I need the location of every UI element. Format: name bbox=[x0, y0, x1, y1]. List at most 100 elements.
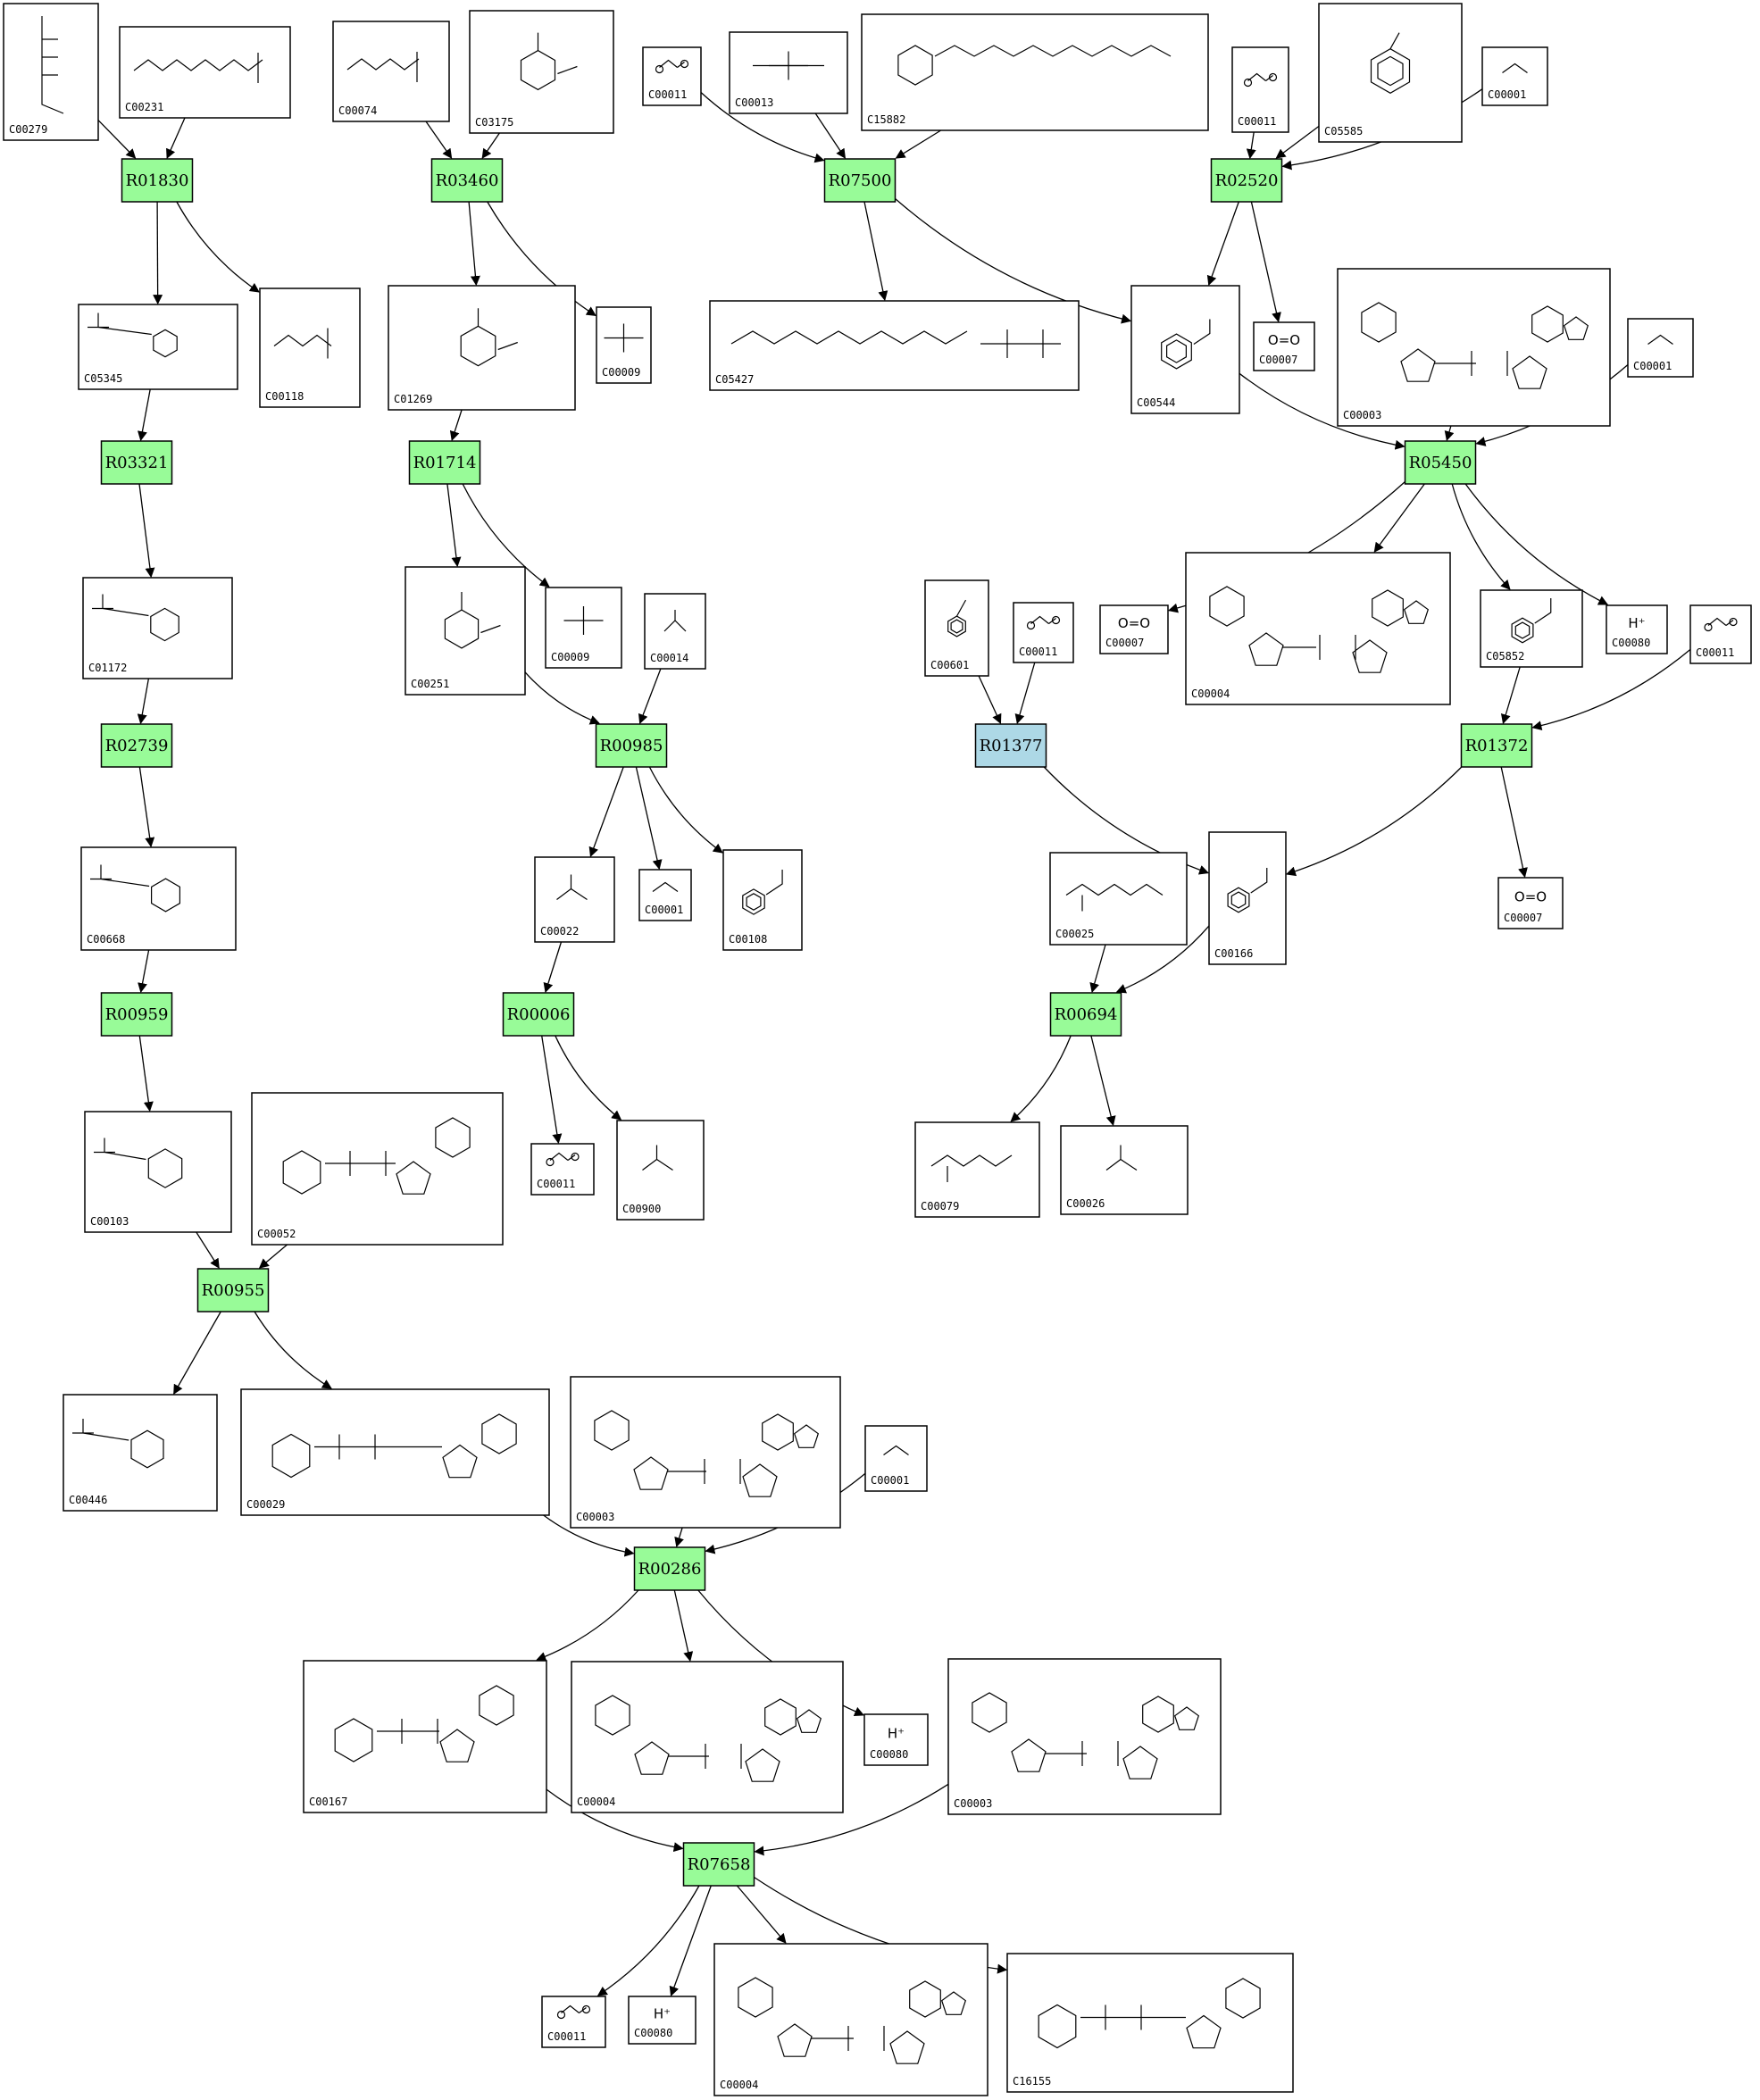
compound-c00025[interactable]: C00025 bbox=[1049, 852, 1188, 946]
compound-id: C00004 bbox=[720, 2079, 758, 2091]
compound-c00103[interactable]: C00103 bbox=[84, 1111, 232, 1233]
reaction-r07658[interactable]: R07658 bbox=[682, 1842, 755, 1887]
structure-stroke bbox=[442, 1444, 478, 1479]
compound-c05345[interactable]: C05345 bbox=[78, 304, 238, 390]
reaction-box[interactable] bbox=[1404, 440, 1477, 485]
compound-c00167[interactable]: C00167 bbox=[303, 1660, 547, 1813]
reaction-r07500[interactable]: R07500 bbox=[823, 158, 897, 203]
reaction-r03321[interactable]: R03321 bbox=[100, 440, 173, 485]
reaction-box[interactable] bbox=[196, 1268, 270, 1312]
reaction-r01372[interactable]: R01372 bbox=[1460, 723, 1533, 768]
compound-c00011-e[interactable]: C00011 bbox=[530, 1143, 595, 1196]
reaction-r00694[interactable]: R00694 bbox=[1049, 992, 1122, 1037]
structure-chain-phosphate-icon bbox=[133, 53, 263, 83]
reaction-box[interactable] bbox=[974, 723, 1047, 768]
compound-c05585[interactable]: C05585 bbox=[1318, 3, 1463, 143]
compound-c00446[interactable]: C00446 bbox=[63, 1394, 218, 1512]
compound-c00011-c[interactable]: C00011 bbox=[1689, 604, 1752, 664]
compound-c00003-b[interactable]: C00003 bbox=[570, 1376, 841, 1529]
compound-c00074[interactable]: C00074 bbox=[332, 21, 450, 122]
reaction-r00985[interactable]: R00985 bbox=[595, 723, 668, 768]
compound-c00026[interactable]: C00026 bbox=[1060, 1125, 1189, 1215]
reaction-box[interactable] bbox=[502, 992, 575, 1037]
compound-c05427[interactable]: C05427 bbox=[709, 300, 1080, 391]
reaction-box[interactable] bbox=[430, 158, 504, 203]
compound-c00003-c[interactable]: C00003 bbox=[947, 1658, 1222, 1815]
compound-c00029[interactable]: C00029 bbox=[240, 1388, 550, 1516]
compound-c00011-f[interactable]: C00011 bbox=[541, 1996, 606, 2048]
reaction-r01830[interactable]: R01830 bbox=[121, 158, 194, 203]
reaction-r02739[interactable]: R02739 bbox=[100, 723, 173, 768]
reaction-r02520[interactable]: R02520 bbox=[1210, 158, 1283, 203]
compound-id: C00022 bbox=[540, 925, 579, 938]
compound-c00013[interactable]: C00013 bbox=[729, 31, 848, 114]
reaction-r03460[interactable]: R03460 bbox=[430, 158, 504, 203]
compound-id: C00009 bbox=[602, 366, 640, 379]
compound-c01269[interactable]: C01269 bbox=[388, 285, 576, 411]
reaction-box[interactable] bbox=[121, 158, 194, 203]
compound-c00080-c[interactable]: H⁺C00080 bbox=[628, 1996, 696, 2045]
compound-c00011-d[interactable]: C00011 bbox=[1013, 602, 1074, 663]
reaction-r01377[interactable]: R01377 bbox=[974, 723, 1047, 768]
compound-c00900[interactable]: C00900 bbox=[616, 1120, 705, 1221]
compound-c00251[interactable]: C00251 bbox=[405, 566, 526, 696]
compound-c00011-a[interactable]: C00011 bbox=[642, 46, 702, 106]
reaction-r00006[interactable]: R00006 bbox=[502, 992, 575, 1037]
reaction-r01714[interactable]: R01714 bbox=[408, 440, 481, 485]
compound-c00166[interactable]: C00166 bbox=[1208, 831, 1287, 965]
compound-c15882[interactable]: C15882 bbox=[861, 13, 1209, 131]
compound-c00001-c[interactable]: C00001 bbox=[638, 869, 692, 921]
compound-c00022[interactable]: C00022 bbox=[534, 856, 615, 943]
compound-c00231[interactable]: C00231 bbox=[119, 26, 291, 119]
reaction-box[interactable] bbox=[100, 723, 173, 768]
compound-c00003-a[interactable]: C00003 bbox=[1337, 268, 1611, 427]
compound-c00001-d[interactable]: C00001 bbox=[864, 1425, 928, 1492]
compound-c00080-b[interactable]: H⁺C00080 bbox=[863, 1713, 929, 1766]
compound-c16155[interactable]: C16155 bbox=[1006, 1953, 1294, 2093]
reaction-box[interactable] bbox=[823, 158, 897, 203]
compound-c01172[interactable]: C01172 bbox=[82, 577, 233, 679]
compound-c03175[interactable]: C03175 bbox=[469, 10, 614, 134]
compound-c00052[interactable]: C00052 bbox=[251, 1092, 504, 1246]
structure-ring-phosphate-icon bbox=[88, 312, 178, 358]
reaction-box[interactable] bbox=[682, 1842, 755, 1887]
compound-c00009-a[interactable]: C00009 bbox=[596, 306, 652, 384]
reaction-box[interactable] bbox=[633, 1546, 706, 1591]
compound-c00118[interactable]: C00118 bbox=[259, 288, 361, 408]
compound-c00279[interactable]: C00279 bbox=[3, 3, 99, 141]
edge-R00985-to-c00001_c bbox=[635, 766, 663, 871]
compound-c00601[interactable]: C00601 bbox=[924, 579, 989, 677]
compound-c00004-b[interactable]: C00004 bbox=[571, 1661, 844, 1813]
compound-c00668[interactable]: C00668 bbox=[80, 846, 237, 951]
compound-c00108[interactable]: C00108 bbox=[722, 849, 803, 951]
reaction-r00955[interactable]: R00955 bbox=[196, 1268, 270, 1312]
compound-c00004-c[interactable]: C00004 bbox=[713, 1943, 988, 2096]
reaction-box[interactable] bbox=[1049, 992, 1122, 1037]
compound-c00009-b[interactable]: C00009 bbox=[545, 587, 622, 669]
compound-c05852[interactable]: C05852 bbox=[1480, 589, 1583, 668]
reaction-box[interactable] bbox=[595, 723, 668, 768]
reaction-box[interactable] bbox=[1460, 723, 1533, 768]
compound-c00544[interactable]: C00544 bbox=[1130, 285, 1240, 414]
compound-box bbox=[1185, 552, 1451, 705]
compound-c00014[interactable]: C00014 bbox=[644, 593, 706, 670]
reaction-r05450[interactable]: R05450 bbox=[1404, 440, 1477, 485]
compound-c00001-b[interactable]: C00001 bbox=[1627, 318, 1694, 378]
compound-c00079[interactable]: C00079 bbox=[914, 1121, 1040, 1218]
reaction-r00286[interactable]: R00286 bbox=[633, 1546, 706, 1591]
compound-c00011-b[interactable]: C00011 bbox=[1231, 46, 1289, 133]
compound-id: C05585 bbox=[1324, 125, 1363, 138]
reaction-box[interactable] bbox=[100, 992, 173, 1037]
reaction-box[interactable] bbox=[408, 440, 481, 485]
reaction-box[interactable] bbox=[1210, 158, 1283, 203]
reaction-box[interactable] bbox=[100, 440, 173, 485]
compound-c00004-a[interactable]: C00004 bbox=[1185, 552, 1451, 705]
compound-box bbox=[1627, 318, 1694, 378]
structure-stroke bbox=[1045, 1741, 1119, 1766]
reaction-r00959[interactable]: R00959 bbox=[100, 992, 173, 1037]
compound-c00080-a[interactable]: H⁺C00080 bbox=[1606, 604, 1668, 654]
compound-c00001-a[interactable]: C00001 bbox=[1481, 46, 1548, 106]
